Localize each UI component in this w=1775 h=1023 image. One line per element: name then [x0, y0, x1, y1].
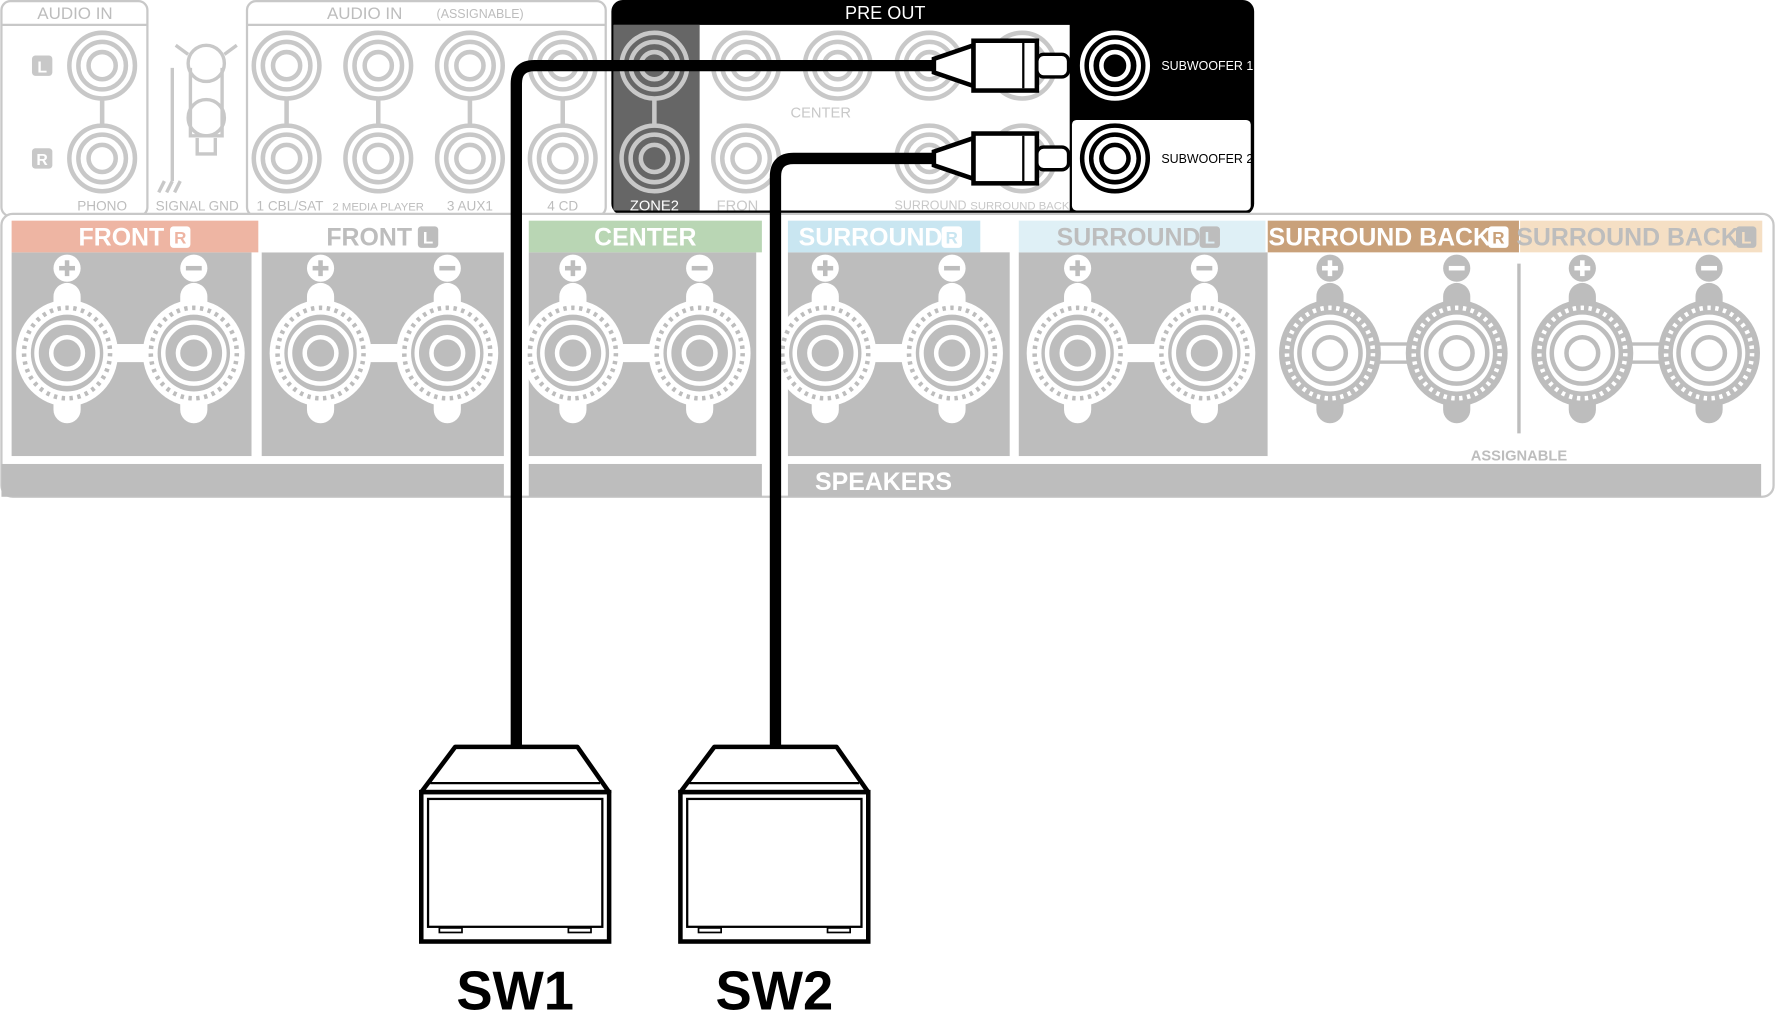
positive-terminal-icon	[1026, 254, 1129, 424]
subwoofer1-jack-icon	[1079, 30, 1151, 101]
negative-terminal-icon	[1658, 254, 1760, 424]
channel-label: SURROUND BACK	[1269, 224, 1492, 252]
zone2-r-jack-icon	[619, 123, 690, 194]
positive-terminal-icon	[269, 254, 372, 424]
speakers-title: SPEAKERS	[815, 468, 952, 496]
negative-terminal-icon	[1153, 254, 1256, 424]
audio-in-assignable-subtitle: (ASSIGNABLE)	[437, 7, 524, 21]
assignable-label: ASSIGNABLE	[1471, 449, 1568, 465]
negative-terminal-icon	[142, 254, 245, 424]
subwoofer-label: SW1	[456, 960, 574, 1021]
subwoofer-1: SW1	[419, 744, 612, 1021]
subwoofer2-cable	[769, 131, 1071, 750]
channel-label: SURROUND BACK	[1516, 224, 1739, 252]
subwoofer2-jack-icon	[1079, 123, 1151, 194]
speaker-channel-front-r: FRONT R	[11, 220, 259, 457]
left-badge: L	[37, 59, 47, 76]
input-label: 3 AUX1	[447, 198, 493, 213]
speaker-channel-front-l: FRONT L	[261, 220, 504, 457]
channel-label: FRONT	[79, 224, 165, 252]
phono-l-jack-icon	[67, 30, 138, 101]
side-badge: R	[946, 228, 958, 247]
input-label: 2 MEDIA PLAYER	[333, 201, 424, 213]
side-badge: L	[423, 228, 433, 247]
input-label: 1 CBL/SAT	[257, 198, 324, 213]
side-badge: R	[1492, 228, 1504, 247]
positive-terminal-icon	[1531, 254, 1634, 424]
subwoofer1-label: SUBWOOFER 1	[1161, 59, 1253, 73]
positive-terminal-icon	[1279, 254, 1381, 424]
negative-terminal-icon	[396, 254, 499, 424]
phono-r-jack-icon	[67, 123, 138, 194]
negative-terminal-icon	[1405, 254, 1508, 424]
side-badge: L	[1741, 228, 1751, 247]
pre-out-title: PRE OUT	[845, 3, 925, 23]
side-badge: L	[1205, 228, 1215, 247]
channel-label: SURROUND	[799, 224, 943, 252]
positive-terminal-icon	[16, 254, 118, 424]
negative-terminal-icon	[901, 254, 1003, 424]
ground-terminal-icon	[157, 43, 238, 194]
subwoofer2-label: SUBWOOFER 2	[1161, 152, 1253, 166]
speaker-channel-center: CENTER	[521, 220, 762, 457]
side-badge: R	[174, 228, 186, 247]
subwoofer1-cable	[510, 38, 1071, 750]
negative-terminal-icon	[648, 254, 751, 424]
channel-label: FRONT	[326, 224, 412, 252]
center-label: CENTER	[791, 106, 851, 122]
subwoofer-2: SW2	[678, 744, 871, 1021]
surround-label: SURROUND	[895, 198, 967, 212]
input3-l-jack-icon	[434, 30, 506, 101]
front-label: FRON	[717, 198, 759, 214]
channel-label: SURROUND	[1057, 224, 1201, 252]
input1-l-jack-icon	[251, 30, 322, 101]
right-badge: R	[36, 152, 48, 169]
input3-r-jack-icon	[434, 123, 506, 194]
positive-terminal-icon	[774, 254, 877, 424]
subwoofer-label: SW2	[716, 960, 834, 1021]
positive-terminal-icon	[521, 254, 624, 424]
signal-gnd-label: SIGNAL GND	[156, 198, 239, 213]
input2-r-jack-icon	[343, 123, 414, 194]
zone2-label: ZONE2	[630, 198, 679, 214]
input1-r-jack-icon	[251, 123, 322, 194]
audio-in-assignable-title: AUDIO IN	[327, 4, 402, 23]
surround-back-label: SURROUND BACK	[970, 200, 1070, 212]
channel-label: CENTER	[594, 224, 696, 252]
phono-label: PHONO	[77, 198, 127, 213]
input4-r-jack-icon	[527, 123, 598, 194]
input-label: 4 CD	[547, 198, 578, 213]
input2-l-jack-icon	[343, 30, 414, 101]
audio-in-title: AUDIO IN	[37, 4, 112, 23]
